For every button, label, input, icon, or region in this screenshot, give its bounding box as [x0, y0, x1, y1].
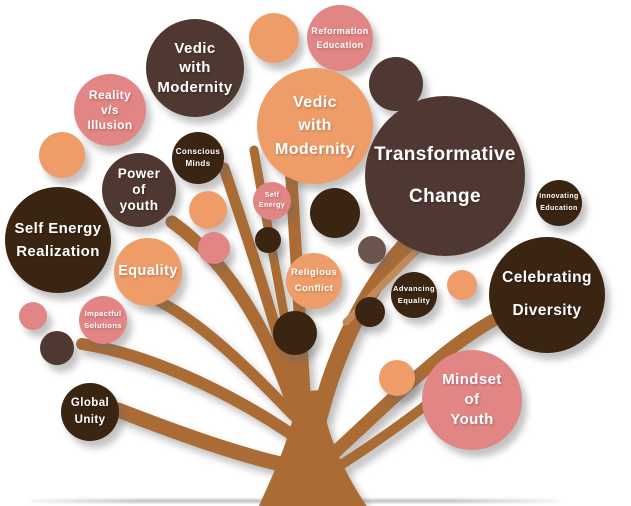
orange-accent-right-circle	[447, 270, 477, 300]
pink-accent-left-circle	[19, 302, 47, 330]
mindset-of-youth-bubble: Mindset of Youth	[422, 350, 522, 450]
innovating-education-bubble: Innovating Education	[536, 180, 582, 226]
reality-vs-illusion-bubble: Reality v/s Illusion	[74, 74, 146, 146]
impactful-solutions-bubble: Impactful Solutions	[79, 296, 127, 344]
celebrating-diversity-label: Celebrating Diversity	[502, 269, 592, 319]
equality-label: Equality	[118, 263, 178, 280]
power-of-youth-bubble: Power of youth	[102, 153, 176, 227]
impactful-solutions-label: Impactful Solutions	[84, 309, 122, 330]
reformation-education-label: Reformation Education	[311, 25, 369, 50]
branch-conscious-minds	[218, 162, 302, 406]
global-unity-bubble: Global Unity	[61, 383, 119, 441]
advancing-equality-bubble: Advancing Equality	[391, 272, 437, 318]
orange-accent-top-circle	[249, 13, 299, 63]
branch-mindset	[309, 397, 435, 487]
branch-celebrating	[311, 307, 513, 475]
branch-global-unity	[110, 402, 308, 476]
transformative-change-label: Transformative Change	[374, 144, 516, 207]
branch-power-of-youth	[165, 215, 301, 415]
orange-accent-left-circle	[39, 132, 85, 178]
reformation-education-bubble: Reformation Education	[307, 5, 373, 71]
mindset-of-youth-label: Mindset of Youth	[442, 370, 502, 429]
conscious-minds-label: Conscious Minds	[175, 147, 221, 168]
global-unity-label: Global Unity	[70, 396, 110, 426]
orange-accent-mid-left-circle	[189, 191, 227, 229]
reality-vs-illusion-label: Reality v/s Illusion	[87, 87, 133, 132]
vedic-with-modernity-orange-bubble: Vedic with Modernity	[257, 68, 373, 184]
vedic-with-modernity-dark-label: Vedic with Modernity	[157, 39, 233, 96]
power-of-youth-label: Power of youth	[117, 165, 161, 214]
branch-impactful	[76, 338, 303, 444]
conscious-minds-bubble: Conscious Minds	[172, 132, 224, 184]
branch-upper-gap	[249, 145, 304, 403]
branch-equality	[144, 291, 300, 422]
orange-accent-lower-circle	[379, 360, 415, 396]
advancing-equality-label: Advancing Equality	[393, 284, 435, 305]
dark-accent-lower-mid-circle	[273, 311, 317, 355]
self-energy-small-bubble: Self Energy	[253, 182, 291, 220]
dark-accent-right-mid-circle	[355, 297, 385, 327]
religious-conflict-bubble: Religious Conflict	[286, 253, 342, 309]
self-energy-realization-bubble: Self Energy Realization	[5, 187, 111, 293]
vedic-with-modernity-orange-label: Vedic with Modernity	[274, 94, 356, 158]
pink-accent-center-circle	[198, 232, 230, 264]
dark-accent-center-circle	[255, 227, 281, 253]
self-energy-small-label: Self Energy	[258, 191, 286, 209]
celebrating-diversity-bubble: Celebrating Diversity	[489, 237, 605, 353]
innovating-education-label: Innovating Education	[539, 193, 579, 212]
religious-conflict-label: Religious Conflict	[290, 266, 338, 294]
tree-trunk	[258, 390, 367, 506]
vedic-with-modernity-dark-bubble: Vedic with Modernity	[146, 19, 244, 117]
muted-accent-left-circle	[40, 331, 74, 365]
branch-light-twig	[342, 242, 426, 326]
muted-accent-mid-circle	[358, 236, 386, 264]
equality-bubble: Equality	[114, 238, 182, 306]
self-energy-realization-label: Self Energy Realization	[14, 219, 102, 260]
transformative-change-bubble: Transformative Change	[365, 96, 525, 256]
brown-accent-mid-circle	[310, 188, 360, 238]
